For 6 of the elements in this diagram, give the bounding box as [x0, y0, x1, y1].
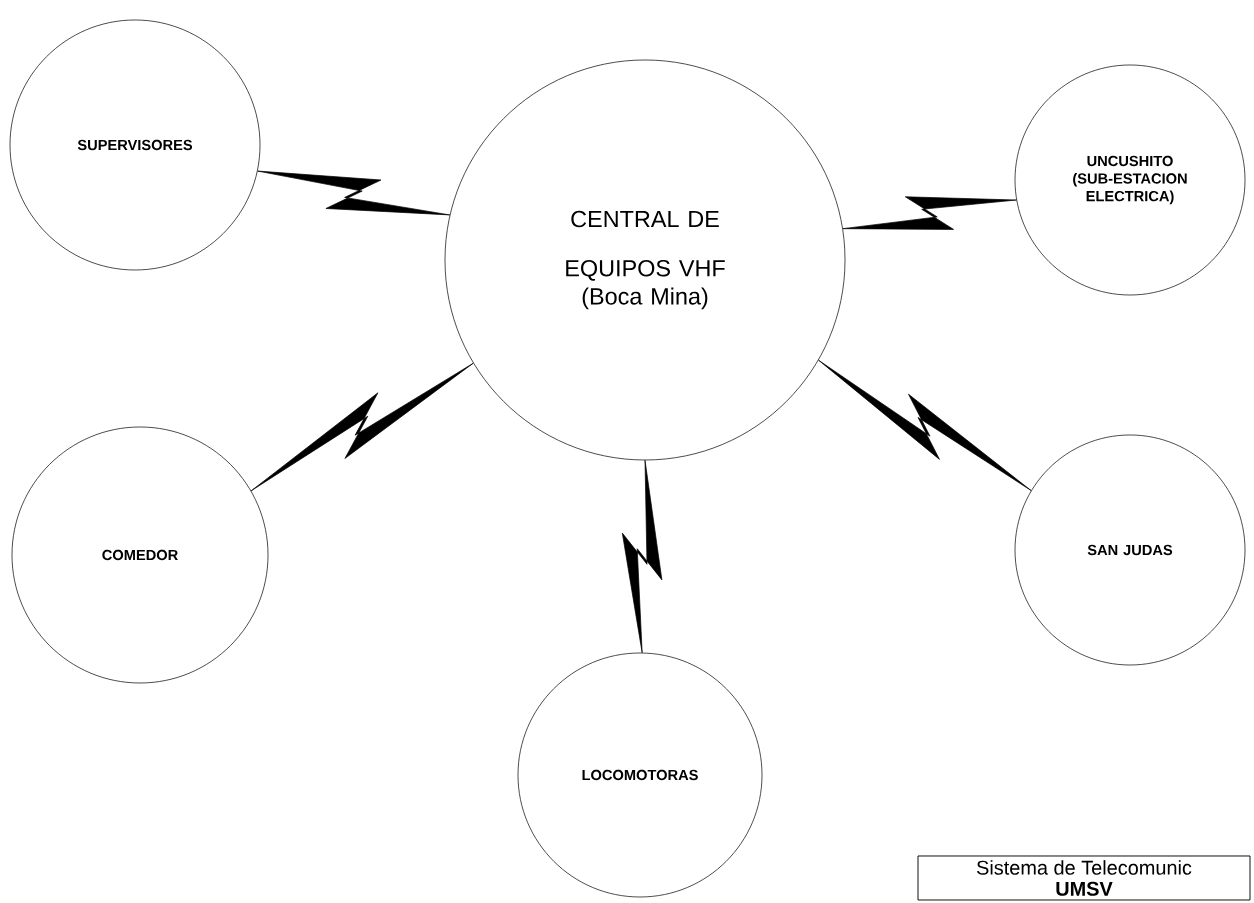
lightning-bolt [257, 170, 451, 216]
lightning-bolt [621, 460, 663, 653]
lightning-bolt [818, 359, 1032, 491]
lightning-bolt [842, 196, 1017, 230]
title-box: Sistema de Telecomunic UMSV [917, 855, 1251, 901]
lightning-bolt [250, 362, 474, 492]
